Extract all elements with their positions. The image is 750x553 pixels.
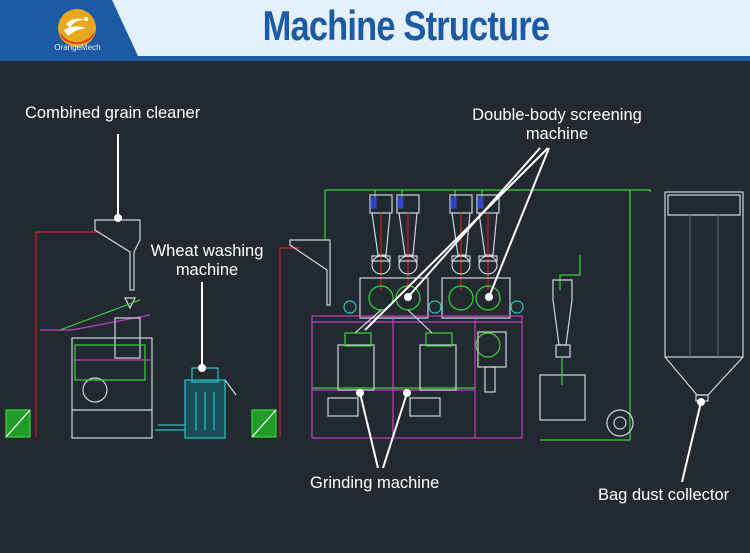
- logo-icon: [58, 9, 96, 47]
- screening-circles: [343, 285, 524, 314]
- machine-drawing: [5, 134, 744, 483]
- leader-lines: [114, 134, 705, 483]
- grinding-machines: [311, 309, 523, 439]
- label-line: Double-body screening: [472, 106, 642, 124]
- logo-text: OrangeMech: [54, 43, 101, 52]
- small-cyclone: [539, 279, 586, 421]
- wheat-washing-machine: [155, 367, 237, 439]
- cyclones: [359, 194, 511, 319]
- label-combined-grain-cleaner: Combined grain cleaner: [25, 104, 201, 122]
- fan: [606, 409, 634, 437]
- ground-marker-left: [5, 409, 31, 438]
- label-bag-dust-collector: Bag dust collector: [598, 486, 730, 504]
- label-grinding-machine: Grinding machine: [310, 474, 440, 492]
- label-wheat-washing-machine: Wheat washing machine: [137, 242, 277, 280]
- label-line: Wheat washing: [150, 242, 264, 260]
- page-title: Machine Structure: [262, 2, 550, 49]
- header: OrangeMech Machine Structure: [0, 0, 750, 56]
- ground-marker-mid: [251, 409, 277, 438]
- label-double-body-screening-machine: Double-body screening machine: [447, 106, 667, 144]
- bag-dust-collector: [664, 191, 744, 402]
- header-divider: [0, 56, 750, 61]
- hopper: [289, 239, 331, 306]
- label-line: machine: [525, 125, 589, 143]
- label-line: machine: [175, 261, 239, 279]
- combined-grain-cleaner: [40, 219, 153, 439]
